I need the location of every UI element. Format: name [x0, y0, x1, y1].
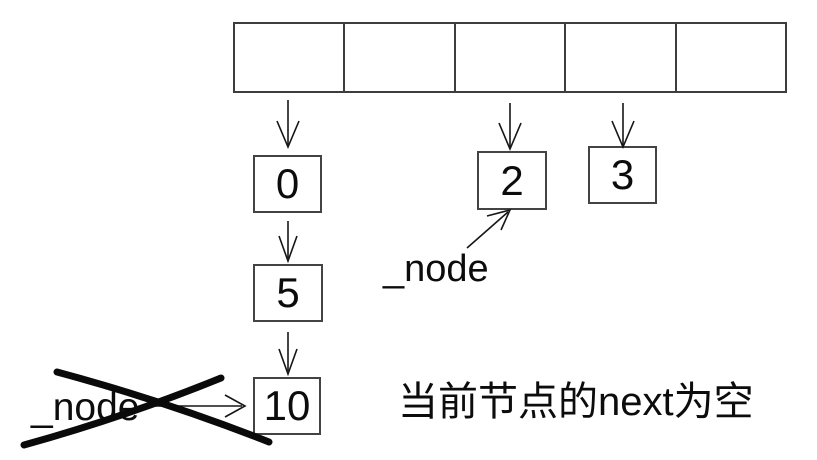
- arrow-crossed-label-to-node10: [150, 394, 247, 418]
- node-0: 0: [253, 155, 322, 213]
- array-cell-0: [235, 24, 346, 91]
- node-10-value: 10: [263, 382, 311, 429]
- arrow-node5-to-node10: [278, 332, 298, 377]
- caption-text: 当前节点的next为空: [398, 380, 754, 424]
- array-cell-2: [456, 24, 567, 91]
- node-5-value: 5: [276, 269, 300, 316]
- node-2-value: 2: [500, 156, 524, 204]
- node-3: 3: [588, 146, 657, 204]
- pointer-label-current: _node: [383, 248, 489, 290]
- bucket-array: [233, 22, 787, 93]
- pointer-label-crossed: _node: [31, 386, 140, 429]
- array-cell-1: [345, 24, 456, 91]
- node-5: 5: [253, 264, 323, 322]
- array-cell-3: [566, 24, 677, 91]
- arrow-label-to-node2: [466, 208, 512, 249]
- node-3-value: 3: [610, 151, 635, 198]
- array-cell-4: [677, 24, 785, 91]
- arrow-node0-to-node5: [278, 221, 298, 264]
- node-2: 2: [477, 151, 547, 210]
- node-0-value: 0: [275, 160, 300, 207]
- arrow-cell3-to-node3: [611, 103, 635, 150]
- arrow-cell0-to-node0: [276, 100, 300, 150]
- arrow-cell2-to-node2: [498, 103, 522, 152]
- node-10: 10: [253, 377, 321, 435]
